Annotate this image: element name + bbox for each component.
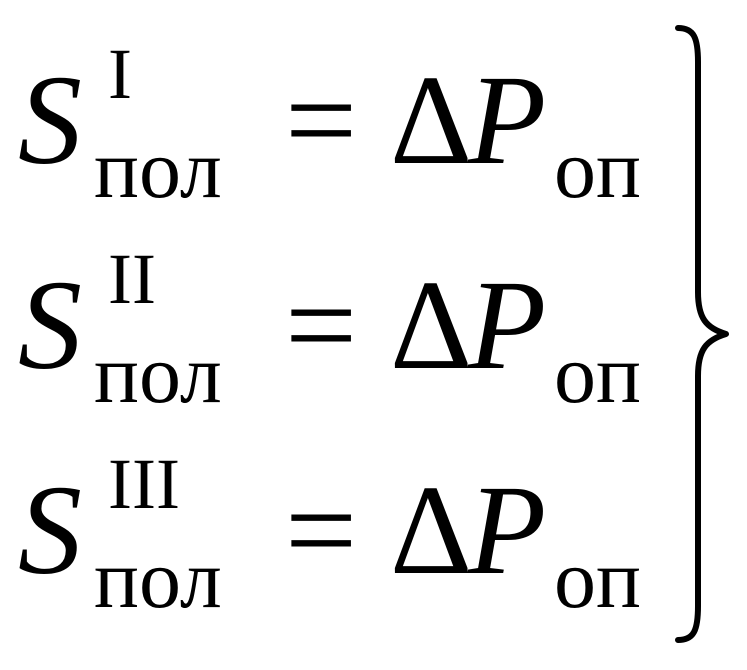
lhs-subscript: пол xyxy=(94,328,222,421)
lhs-subscript: пол xyxy=(94,533,222,626)
delta-symbol: Δ xyxy=(390,49,473,191)
right-curly-brace-icon xyxy=(675,25,729,643)
delta-symbol: Δ xyxy=(390,254,473,396)
lhs-variable: S xyxy=(18,49,82,191)
rhs-variable: P xyxy=(468,49,547,191)
equation-row-2: S II пол = Δ P оп xyxy=(0,205,680,417)
rhs-subscript: оп xyxy=(554,123,641,216)
equation-row-3: S III пол = Δ P оп xyxy=(0,410,680,622)
equation-row-1: S I пол = Δ P оп xyxy=(0,0,680,212)
lhs-subscript: пол xyxy=(94,123,222,216)
lhs-superscript: II xyxy=(108,239,156,319)
rhs-variable: P xyxy=(468,254,547,396)
delta-symbol: Δ xyxy=(390,459,473,601)
rhs-subscript: оп xyxy=(554,533,641,626)
equals-sign: = xyxy=(285,254,358,396)
rhs-variable: P xyxy=(468,459,547,601)
rhs-subscript: оп xyxy=(554,328,641,421)
lhs-superscript: I xyxy=(108,34,132,114)
lhs-superscript: III xyxy=(108,444,180,524)
lhs-variable: S xyxy=(18,254,82,396)
equals-sign: = xyxy=(285,49,358,191)
equals-sign: = xyxy=(285,459,358,601)
lhs-variable: S xyxy=(18,459,82,601)
